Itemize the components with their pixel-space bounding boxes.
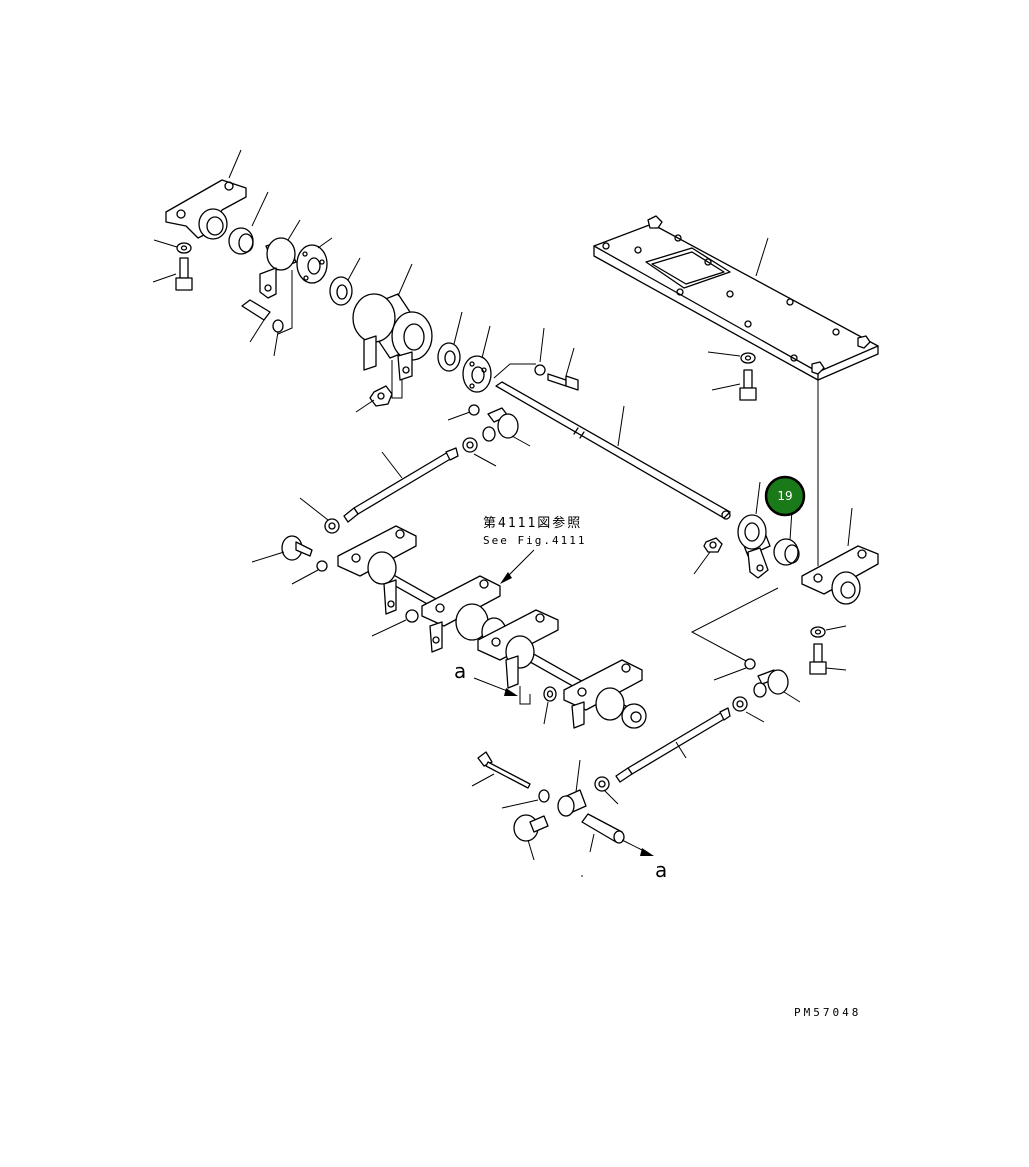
top-left-bracket xyxy=(165,149,247,240)
nut-6 xyxy=(693,537,723,575)
rod-end-2 xyxy=(251,535,313,563)
bolt-3 xyxy=(547,347,579,391)
rod-end-4 xyxy=(513,814,549,861)
bearing-2 xyxy=(437,311,463,372)
rod-end-3 xyxy=(753,669,801,703)
bolt-4 xyxy=(711,369,757,401)
long-shaft xyxy=(495,381,731,520)
clevis xyxy=(557,759,587,817)
flange-1 xyxy=(296,237,333,284)
dot-mark xyxy=(581,875,583,877)
reference-jp: 第4111図参照 xyxy=(483,515,582,531)
bushing-19 xyxy=(773,509,800,566)
washer-3 xyxy=(493,327,546,379)
nut-5 xyxy=(543,686,557,725)
pin xyxy=(581,813,625,853)
nut-4 xyxy=(371,609,419,637)
washer-9 xyxy=(501,789,550,809)
reference-en: See Fig.4111 xyxy=(483,534,586,547)
bolt-5 xyxy=(809,643,847,675)
rod-lower xyxy=(615,707,731,783)
bolt-2 xyxy=(241,299,271,343)
callout-number[interactable]: 19 xyxy=(777,489,792,503)
washer-4 xyxy=(707,351,756,364)
rod-left xyxy=(343,447,459,523)
sleeve-1 xyxy=(259,219,301,299)
pillow-block-3 xyxy=(477,609,559,689)
leader-eye-bracket xyxy=(690,587,779,663)
washer-5 xyxy=(447,404,480,421)
pillow-block-4 xyxy=(563,659,647,729)
washer-8 xyxy=(713,658,756,681)
callout-19[interactable]: 19 xyxy=(764,475,806,517)
washer-6 xyxy=(291,560,328,585)
nut-3 xyxy=(299,497,340,534)
marker-a-left: a xyxy=(454,659,466,683)
reference-arrow xyxy=(500,549,535,584)
leader-bracket-1 xyxy=(277,270,293,335)
rod-end-1 xyxy=(482,407,531,447)
washer-1 xyxy=(153,239,192,254)
callout-circle[interactable] xyxy=(764,475,806,517)
washer-7 xyxy=(810,625,847,638)
nut-1 xyxy=(355,385,393,413)
top-plate xyxy=(593,215,879,381)
bearing-1 xyxy=(329,257,361,306)
figure-code: PM57048 xyxy=(794,1006,861,1019)
arrow-a-right xyxy=(621,839,654,856)
pillow-block-1 xyxy=(337,525,417,615)
washer-2 xyxy=(272,319,284,357)
nut-8 xyxy=(594,776,619,805)
bolt-1 xyxy=(152,257,193,291)
nut-7 xyxy=(732,696,765,723)
bushing-1 xyxy=(228,191,269,255)
arrow-a-left xyxy=(473,677,531,705)
housing-cylinder xyxy=(352,263,433,399)
marker-a-right: a xyxy=(655,858,667,882)
right-bracket xyxy=(801,507,879,605)
nut-2 xyxy=(462,437,497,467)
bolt-6 xyxy=(471,751,531,789)
flange-2 xyxy=(462,325,492,393)
eye-bracket xyxy=(737,481,771,579)
